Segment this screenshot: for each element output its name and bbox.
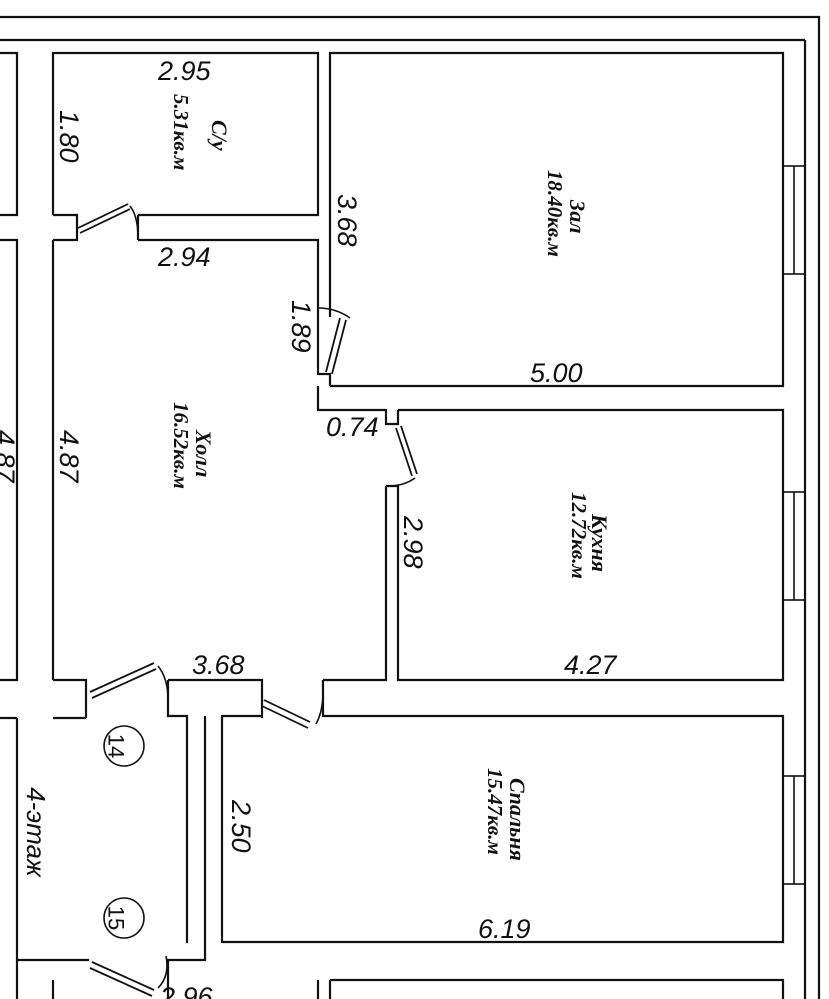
living-door [317,307,351,375]
living-width: 5.00 [530,358,583,388]
kitchen-door [387,425,418,487]
living-walls [328,51,785,388]
kitchen-width: 4.27 [564,650,618,680]
bathroom-width-bottom: 2.94 [157,242,211,272]
stair-marker-14: 14 [104,734,129,758]
outer-walls [0,15,821,999]
hall-entrance-door [89,662,169,701]
hall-area: 16.52кв.м [169,402,193,489]
bedroom-door [261,683,324,729]
stair-marker-15-circle [103,897,145,939]
kitchen-name: Кухня [587,513,612,572]
living-area: 18.40кв.м [543,170,567,257]
kitchen-area: 12.72кв.м [567,492,591,579]
hall-door-offset: 1.89 [286,300,316,353]
bathroom-door [77,203,139,239]
bathroom-name: С/у [207,120,232,151]
hall-walls [51,238,400,718]
bedroom-height: 2.50 [226,799,256,853]
stair-walls [17,680,785,999]
bathroom-height: 1.80 [54,110,84,163]
left-column-walls [0,51,19,999]
bedroom-area: 15.47кв.м [483,768,507,855]
living-window [782,165,806,275]
bedroom-name: Спальня [505,778,530,861]
hall-height: 4.87 [54,430,84,484]
living-height: 3.68 [332,194,362,247]
lower-entrance-door [89,955,168,997]
hall-name: Холл [191,429,216,477]
hall-wall-segment: 0.74 [326,412,379,442]
neighbor-left-height: 4.87 [0,430,20,484]
hall-width: 3.68 [192,650,245,680]
bathroom-width-top: 2.95 [157,56,212,86]
kitchen-window [782,491,806,601]
floor-label: 4-этаж [21,787,51,878]
bedroom-width: 6.19 [478,914,531,944]
bathroom-area: 5.31кв.м [169,94,193,170]
stair-marker-15: 15 [104,906,129,930]
bedroom-walls [220,680,785,944]
stair-width: 2.96 [159,982,214,999]
kitchen-height: 2.98 [398,515,428,569]
stair-marker-14-circle [103,725,145,767]
living-name: Зал [565,199,590,233]
bedroom-window [782,775,806,885]
